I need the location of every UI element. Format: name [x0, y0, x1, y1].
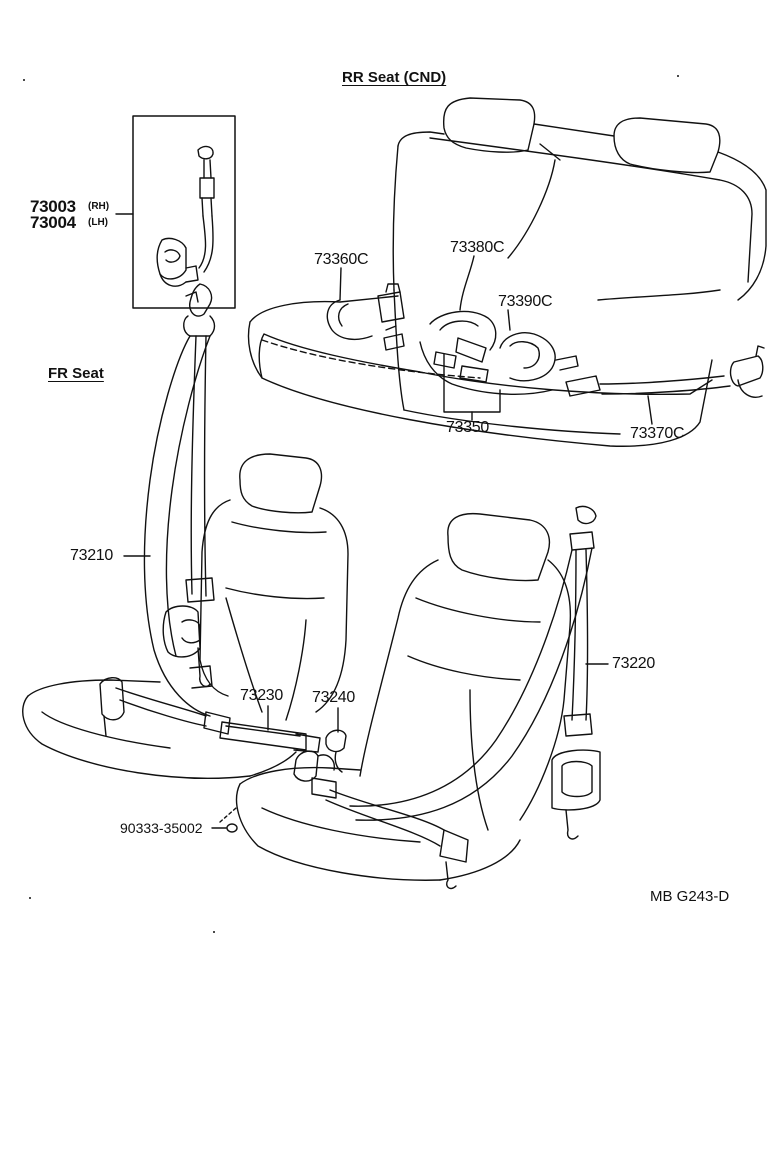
rear-bench-seat	[249, 98, 767, 446]
label-73220: 73220	[612, 655, 655, 672]
front-seat-header: FR Seat	[48, 365, 104, 382]
label-73240: 73240	[312, 689, 355, 706]
label-73003-side: (RH)	[88, 201, 110, 212]
label-73004-side: (LH)	[88, 217, 108, 228]
label-73230: 73230	[240, 687, 283, 704]
label-73210: 73210	[70, 547, 113, 564]
label-73380c: 73380C	[450, 239, 505, 256]
label-73004: 73004	[30, 213, 76, 232]
diagram-reference-code: MB G243-D	[650, 888, 730, 905]
front-right-seat	[237, 506, 600, 888]
front-leaders	[124, 556, 608, 832]
rear-seat-header: RR Seat (CND)	[342, 69, 447, 86]
label-73370c: 73370C	[630, 425, 685, 442]
front-left-seat	[23, 284, 348, 778]
scan-specks	[23, 75, 679, 933]
rear-leaders	[340, 256, 652, 424]
label-73360c: 73360C	[314, 251, 369, 268]
label-90333-35002: 90333-35002	[120, 820, 203, 836]
inset-box-rear-belt	[133, 116, 235, 308]
label-73350: 73350	[446, 419, 489, 436]
label-73390c: 73390C	[498, 293, 553, 310]
label-73003: 73003	[30, 197, 76, 216]
